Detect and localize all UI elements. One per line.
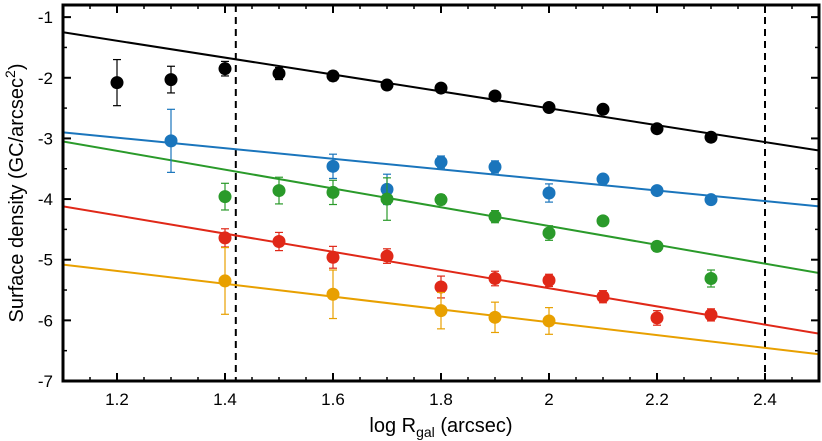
data-point (650, 122, 664, 136)
data-point (434, 193, 448, 207)
y-tick-label: -5 (38, 251, 53, 270)
data-point (650, 239, 664, 253)
data-point (488, 89, 502, 103)
data-point (434, 81, 448, 95)
x-tick-label: 1.2 (105, 390, 129, 409)
y-tick-label: -3 (38, 129, 53, 148)
data-point (596, 102, 610, 116)
x-axis-ticks: 1.2 1.4 1.6 1.8 2 2.2 2.4 (62, 5, 820, 409)
data-point (596, 214, 610, 228)
data-point (488, 210, 502, 224)
plot-frame (61, 3, 821, 383)
data-point (110, 76, 124, 90)
data-point (272, 235, 286, 249)
data-point (488, 160, 502, 174)
x-axis-label: log Rgal (arcsec) (369, 415, 512, 440)
data-point (704, 308, 718, 322)
y-axis-label-main: Surface density (GC/arcsec (6, 78, 28, 323)
data-point (596, 290, 610, 304)
data-point (380, 78, 394, 92)
x-tick-label: 1.4 (213, 390, 237, 409)
y-tick-label: -2 (38, 69, 53, 88)
data-point (542, 226, 556, 240)
fit-line (63, 131, 819, 208)
data-point (434, 280, 448, 294)
data-point (218, 231, 232, 245)
data-point (380, 249, 394, 263)
data-point (704, 193, 718, 207)
data-point (488, 310, 502, 324)
y-tick-label: -1 (38, 8, 53, 27)
x-axis-label-subscript: gal (416, 424, 435, 440)
data-point (218, 190, 232, 204)
x-axis-label-suffix: (arcsec) (435, 415, 513, 437)
fit-line (63, 205, 819, 335)
x-tick-label: 2.2 (645, 390, 669, 409)
data-point (650, 184, 664, 198)
data-point (164, 134, 178, 148)
x-tick-label: 1.6 (321, 390, 345, 409)
x-tick-label: 2 (544, 390, 553, 409)
data-point (326, 159, 340, 173)
x-tick-label: 2.4 (753, 390, 777, 409)
data-point (434, 155, 448, 169)
data-point (542, 314, 556, 328)
data-point (218, 274, 232, 288)
data-point (704, 272, 718, 286)
data-point (596, 172, 610, 186)
data-point (272, 67, 286, 81)
plot-area (63, 5, 819, 381)
data-point (272, 184, 286, 198)
data-point (326, 287, 340, 301)
data-point (542, 100, 556, 114)
y-tick-label: -7 (38, 372, 53, 391)
fit-line (63, 140, 819, 275)
data-point (380, 192, 394, 206)
data-point (650, 311, 664, 325)
data-point (326, 250, 340, 264)
y-tick-label: -4 (38, 190, 53, 209)
y-axis-label: Surface density (GC/arcsec2) (2, 64, 28, 323)
data-point (218, 62, 232, 76)
x-tick-label: 1.8 (429, 390, 453, 409)
x-axis-label-main: log R (369, 415, 416, 437)
y-axis-label-superscript: 2 (2, 70, 18, 78)
data-point (164, 73, 178, 87)
data-point (542, 273, 556, 287)
data-point (434, 304, 448, 318)
data-point (542, 186, 556, 200)
data-point (326, 69, 340, 83)
data-point (488, 272, 502, 286)
data-point (704, 130, 718, 144)
y-axis-ticks: -1 -2 -3 -4 -5 -6 -7 (38, 8, 819, 391)
data-point (326, 185, 340, 199)
y-tick-label: -6 (38, 311, 53, 330)
y-axis-label-suffix: ) (6, 64, 28, 71)
